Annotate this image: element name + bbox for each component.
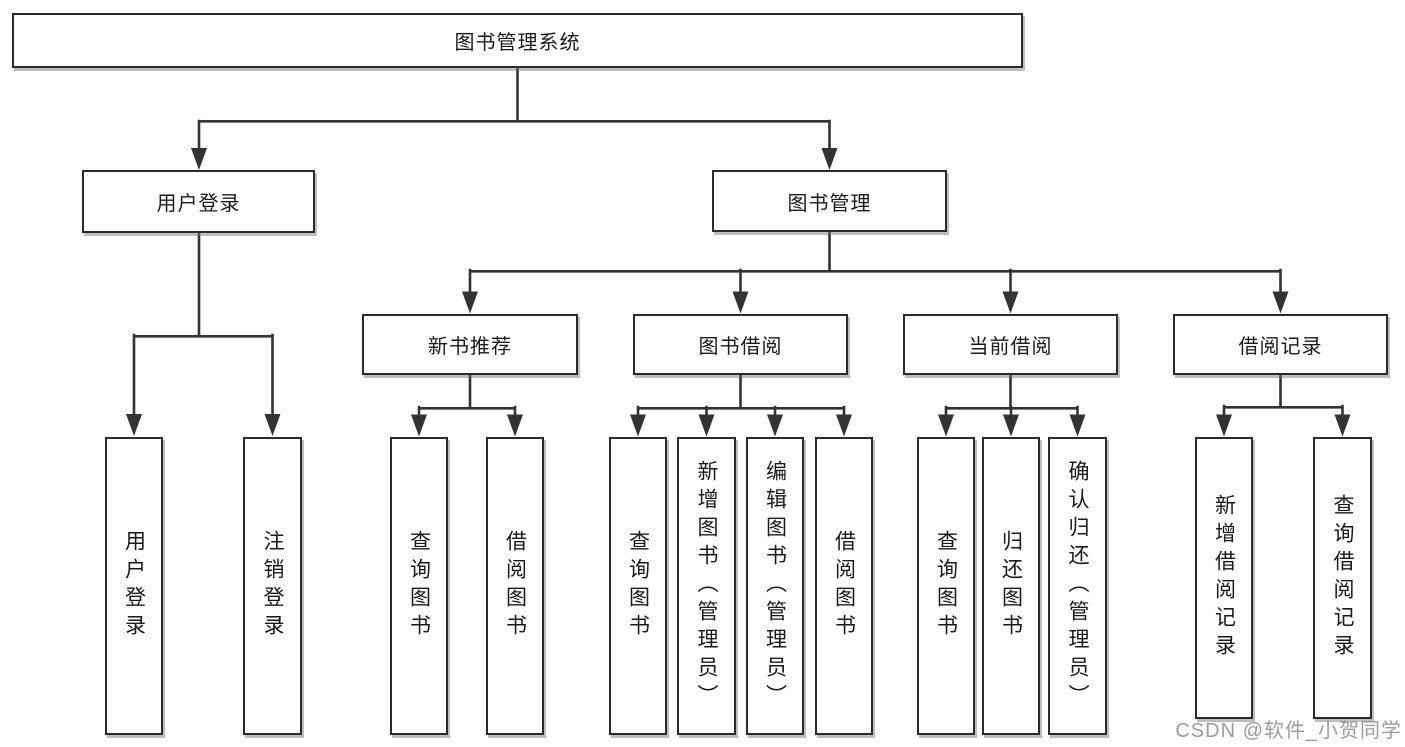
node-book-management: 图书管理 <box>712 170 947 232</box>
watermark: CSDN @软件_小贺同学 <box>1175 720 1402 742</box>
node-user-login-label: 用户登录 <box>156 193 241 215</box>
node-br-query-record-label: 查询借阅记录 <box>1331 494 1354 662</box>
node-current-borrowing: 当前借阅 <box>903 314 1118 375</box>
node-nbr-query-books-label: 查询图书 <box>407 530 431 642</box>
node-book-management-label: 图书管理 <box>787 192 872 215</box>
node-cb-confirm-return-admin-label: 确认归还（管理员） <box>1066 460 1089 712</box>
node-user-login: 用户登录 <box>82 170 315 233</box>
node-bb-query-books-label: 查询图书 <box>626 530 650 642</box>
node-bb-add-books-admin: 新增图书（管理员） <box>677 437 736 735</box>
node-cb-query-books-label: 查询图书 <box>934 530 958 642</box>
node-bb-query-books: 查询图书 <box>609 437 667 735</box>
node-cb-confirm-return-admin: 确认归还（管理员） <box>1048 437 1107 735</box>
node-user-login-leaf: 用户登录 <box>105 437 163 735</box>
node-bb-borrow-books: 借阅图书 <box>815 437 873 735</box>
arrowheads <box>126 148 1351 437</box>
node-user-login-leaf-label: 用户登录 <box>122 530 146 642</box>
node-bb-edit-books-admin-label: 编辑图书（管理员） <box>763 460 787 712</box>
node-br-query-record: 查询借阅记录 <box>1313 437 1372 719</box>
node-new-book-recommend-label: 新书推荐 <box>428 336 512 358</box>
node-nbr-query-books: 查询图书 <box>390 437 448 735</box>
node-borrowing-records: 借阅记录 <box>1173 314 1388 375</box>
node-bb-add-books-admin-label: 新增图书（管理员） <box>695 460 718 712</box>
node-nbr-borrow-books: 借阅图书 <box>486 437 544 735</box>
node-br-add-record-label: 新增借阅记录 <box>1212 494 1236 662</box>
node-bb-borrow-books-label: 借阅图书 <box>832 530 856 642</box>
node-book-borrowing: 图书借阅 <box>633 314 848 375</box>
node-borrowing-records-label: 借阅记录 <box>1238 336 1323 358</box>
node-cb-return-books-label: 归还图书 <box>999 530 1023 642</box>
node-logout-leaf-label: 注销登录 <box>261 530 284 642</box>
node-new-book-recommend: 新书推荐 <box>362 314 578 375</box>
node-cb-query-books: 查询图书 <box>917 437 975 735</box>
node-current-borrowing-label: 当前借阅 <box>968 336 1053 358</box>
node-cb-return-books: 归还图书 <box>982 437 1040 735</box>
node-book-borrowing-label: 图书借阅 <box>698 336 783 358</box>
node-nbr-borrow-books-label: 借阅图书 <box>503 530 527 642</box>
node-logout-leaf: 注销登录 <box>243 437 302 735</box>
node-bb-edit-books-admin: 编辑图书（管理员） <box>746 437 804 735</box>
node-root-label: 图书管理系统 <box>454 32 581 54</box>
node-root: 图书管理系统 <box>12 13 1023 68</box>
node-br-add-record: 新增借阅记录 <box>1195 437 1253 719</box>
